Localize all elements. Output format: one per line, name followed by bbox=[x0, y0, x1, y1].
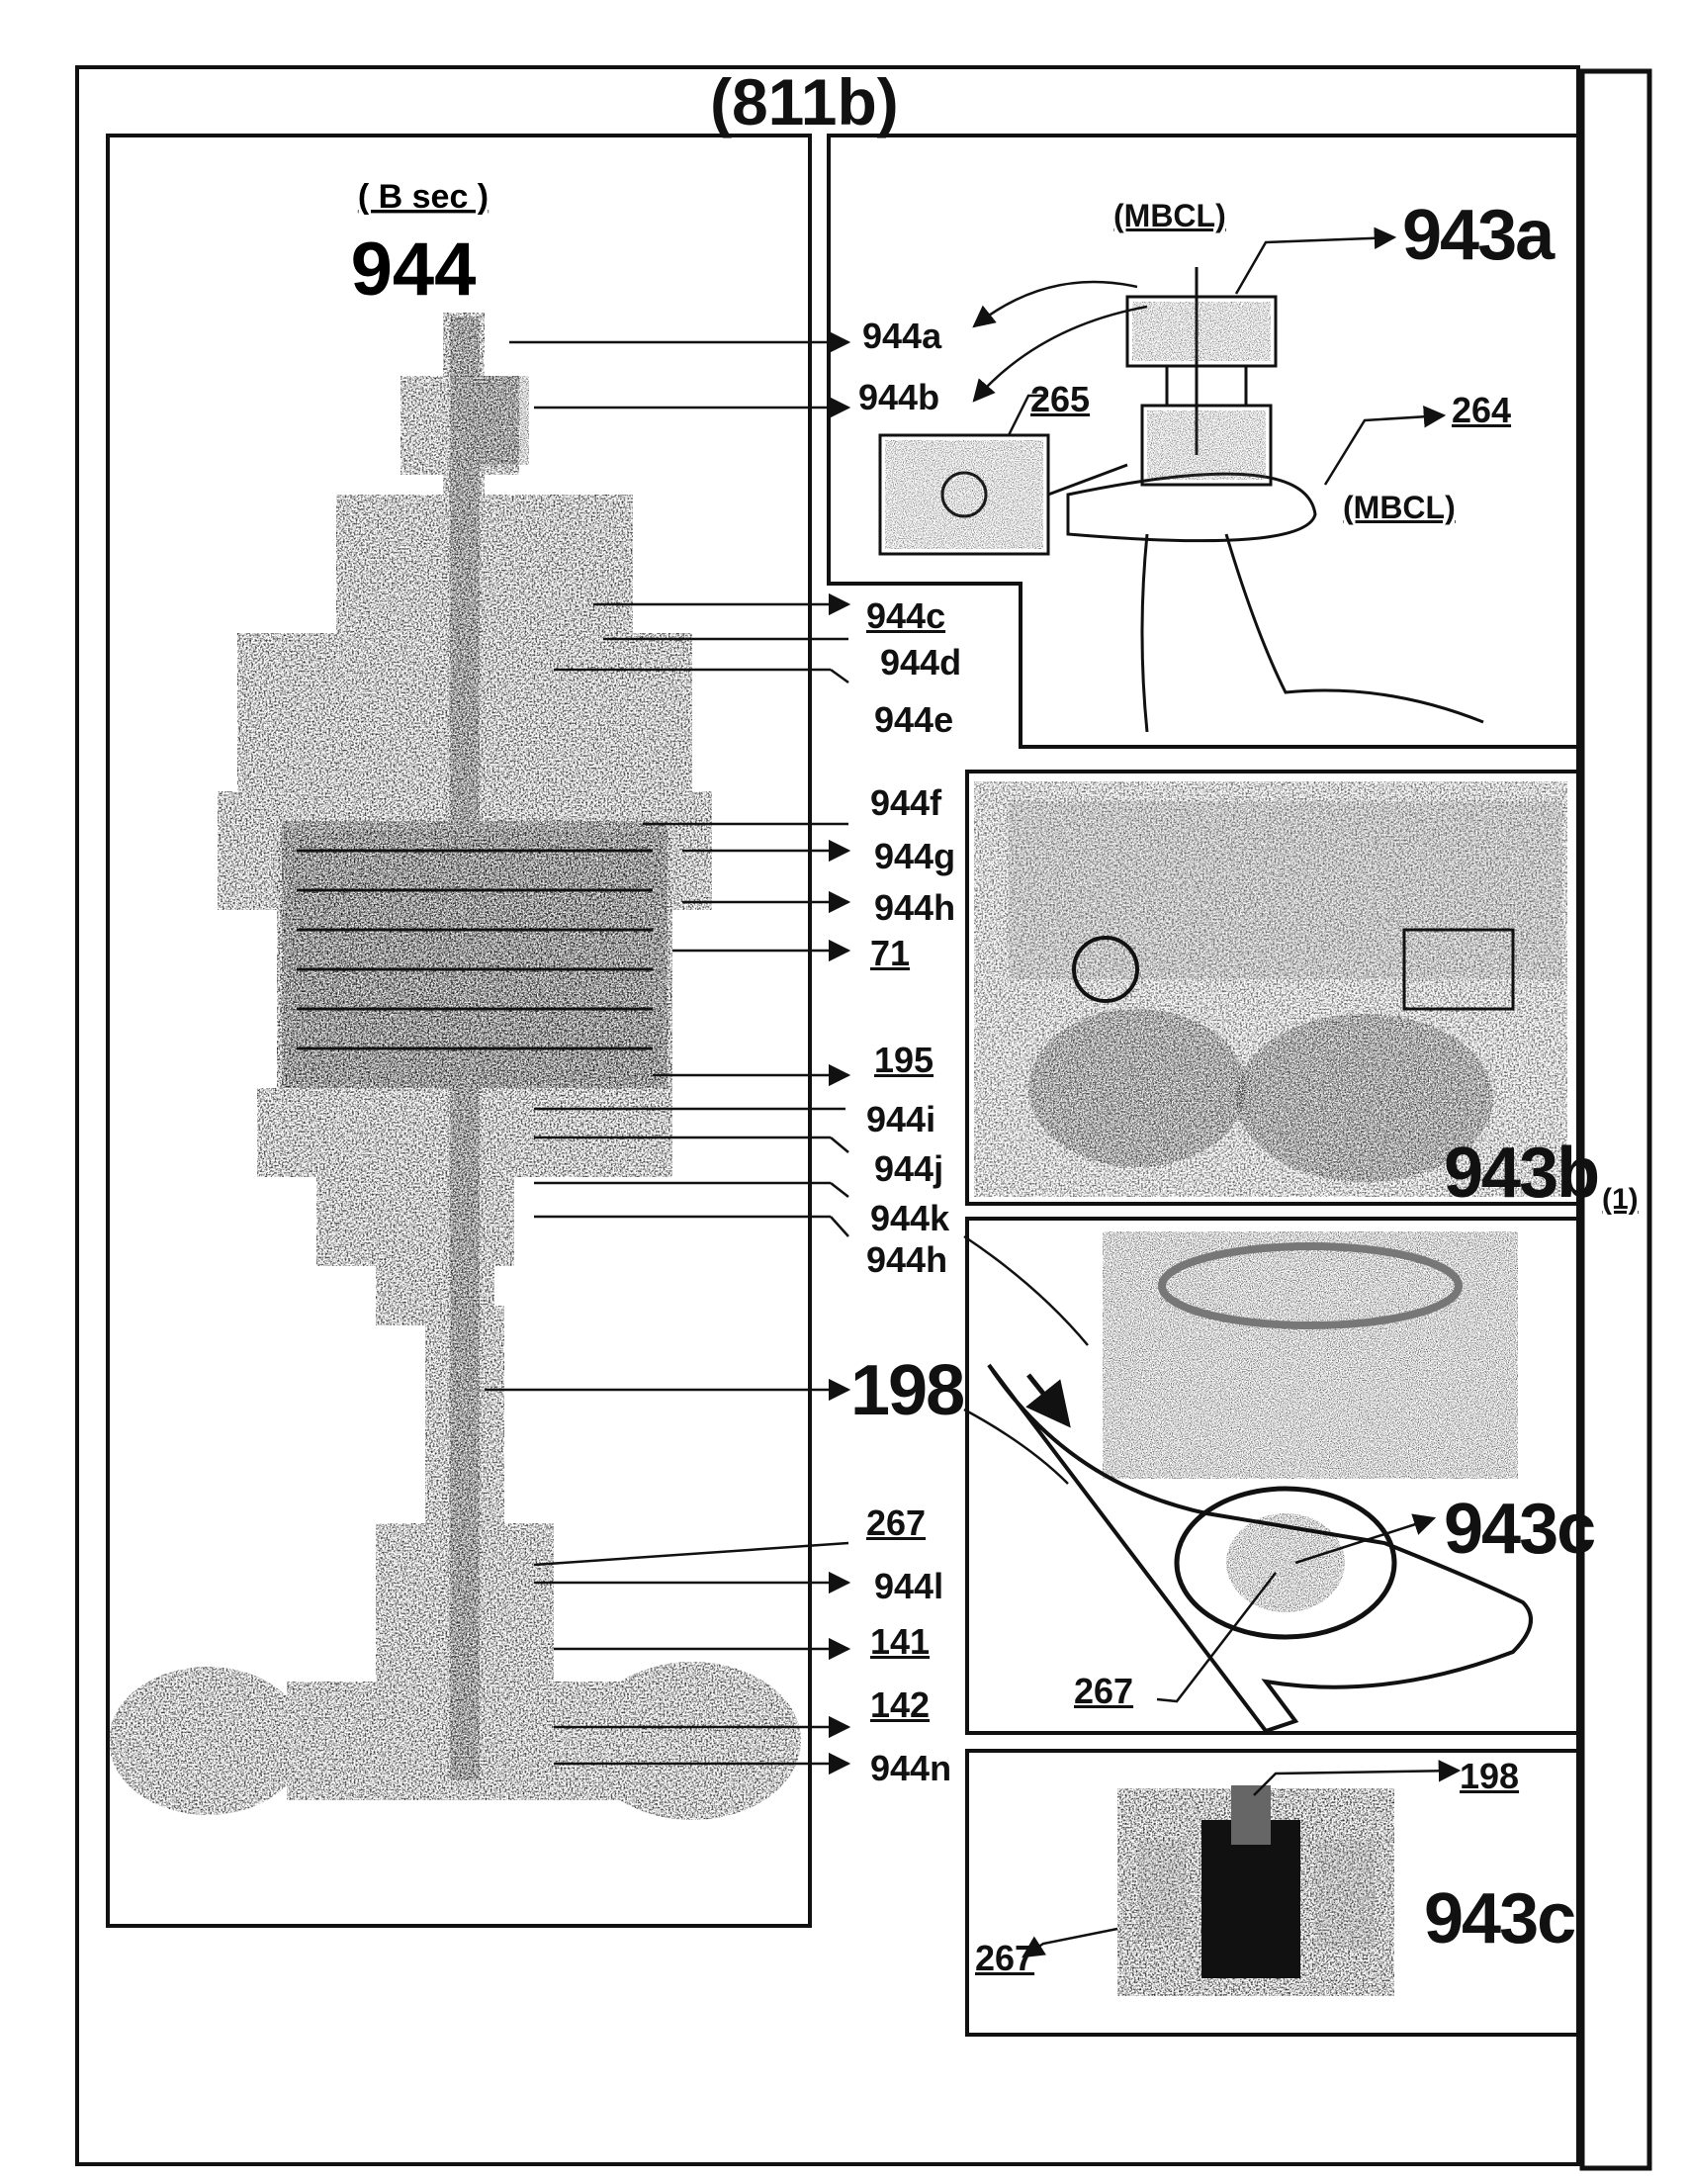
label-198-coupling: 198 bbox=[1460, 1759, 1519, 1794]
label-944n: 944n bbox=[870, 1751, 951, 1786]
label-944j: 944j bbox=[874, 1151, 943, 1187]
label-944k: 944k bbox=[870, 1201, 949, 1236]
panel-b-section: ( B sec ) 944 bbox=[108, 136, 848, 1926]
valve-shading bbox=[885, 302, 1271, 549]
part-number-943a: 943a bbox=[1402, 200, 1553, 271]
label-944h-lower: 944h bbox=[866, 1242, 947, 1278]
label-944i: 944i bbox=[866, 1102, 935, 1138]
label-141: 141 bbox=[870, 1624, 930, 1660]
label-195: 195 bbox=[874, 1043, 933, 1078]
label-944e: 944e bbox=[874, 702, 953, 738]
coupling-photo-illustration bbox=[1117, 1785, 1394, 1996]
label-944l: 944l bbox=[874, 1569, 943, 1604]
label-265: 265 bbox=[1030, 382, 1090, 417]
part-number-943b: 943b bbox=[1444, 1138, 1598, 1209]
part-number-943c-bottom: 943c bbox=[1424, 1883, 1574, 1955]
label-142: 142 bbox=[870, 1687, 930, 1723]
label-71: 71 bbox=[870, 936, 910, 971]
part-number-943c-top: 943c bbox=[1444, 1494, 1594, 1565]
label-267: 267 bbox=[866, 1505, 926, 1541]
panel-943c-top bbox=[964, 1219, 1582, 1733]
label-944d: 944d bbox=[880, 645, 961, 681]
label-mbcl-right: (MBCL) bbox=[1343, 492, 1456, 523]
label-944b: 944b bbox=[858, 380, 939, 415]
label-267-photo: 267 bbox=[1074, 1674, 1133, 1709]
label-944h: 944h bbox=[874, 890, 955, 926]
part-number-944: 944 bbox=[351, 228, 477, 312]
label-198: 198 bbox=[850, 1355, 963, 1426]
side-label: (1) bbox=[1602, 1185, 1639, 1215]
label-944g: 944g bbox=[874, 839, 955, 874]
shaft-assembly-illustration bbox=[109, 313, 801, 1820]
label-267-coupling: 267 bbox=[975, 1941, 1034, 1976]
label-944f: 944f bbox=[870, 785, 941, 821]
label-mbcl-top: (MBCL) bbox=[1113, 200, 1226, 231]
bearing-photo-illustration bbox=[989, 1231, 1531, 1731]
section-label: ( B sec ) bbox=[358, 178, 489, 216]
label-944c: 944c bbox=[866, 598, 945, 634]
label-264: 264 bbox=[1452, 393, 1511, 428]
figure-title: (811b) bbox=[710, 69, 899, 135]
label-944a: 944a bbox=[862, 318, 941, 354]
